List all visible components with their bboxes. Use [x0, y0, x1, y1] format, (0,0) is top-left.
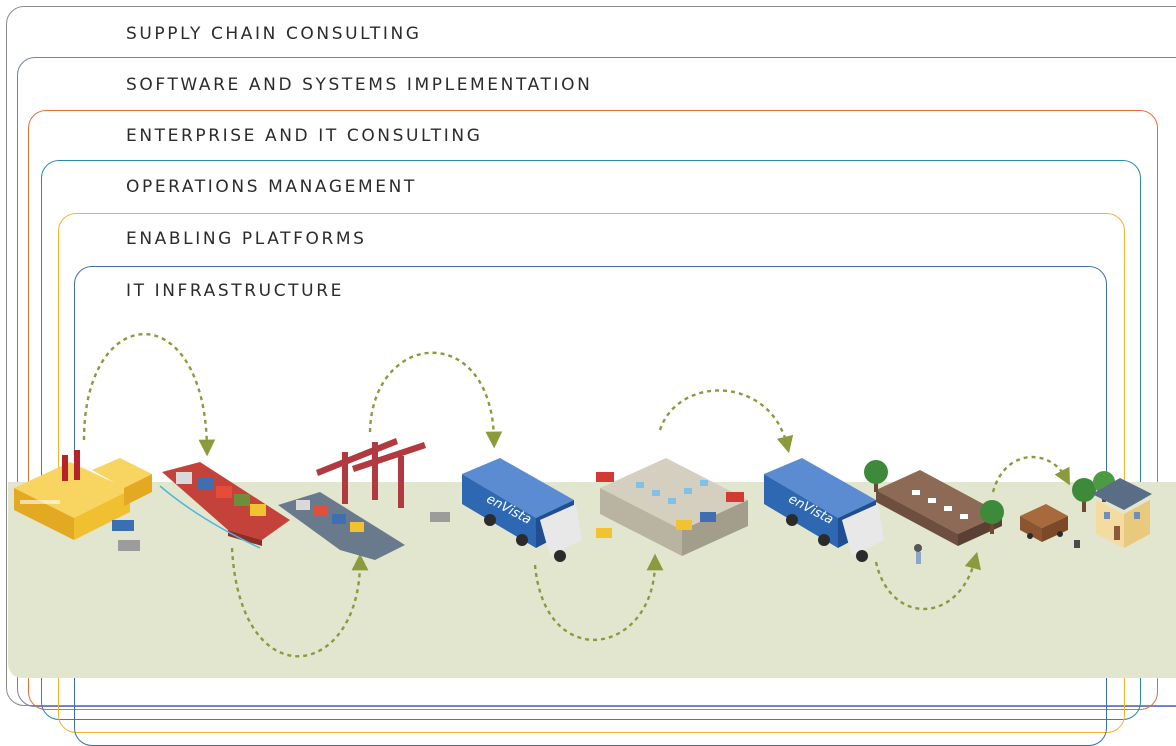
truck-icon: enVista	[462, 458, 582, 562]
layer-label: SOFTWARE AND SYSTEMS IMPLEMENTATION	[126, 75, 593, 95]
flow-arrow-factory-to-ship	[82, 333, 216, 457]
flow-arrow-truck-to-store	[874, 551, 981, 611]
layer-label: SUPPLY CHAIN CONSULTING	[126, 24, 422, 44]
flow-arrow-warehouse-to-truck	[658, 389, 794, 454]
flow-arrow-port-to-truck	[368, 351, 503, 449]
container-ship-icon	[159, 462, 290, 549]
tree-icon	[864, 460, 888, 492]
flow-arrows	[82, 333, 1070, 658]
ground-panel	[8, 482, 1176, 678]
truck-icon: enVista	[764, 458, 884, 562]
supply-chain-diagram: SUPPLY CHAIN CONSULTING SOFTWARE AND SYS…	[6, 6, 1176, 746]
house-icon	[1074, 478, 1152, 548]
port-crane-icon	[278, 438, 450, 560]
tree-icon	[1072, 478, 1096, 512]
factory-icon	[14, 450, 152, 551]
warehouse-icon	[596, 458, 748, 556]
delivery-van-icon	[1020, 504, 1068, 542]
supply-chain-illustration: enVista	[8, 333, 1176, 678]
layer-label: OPERATIONS MANAGEMENT	[126, 177, 417, 197]
layer-label: IT INFRASTRUCTURE	[126, 281, 344, 301]
layer-label: ENTERPRISE AND IT CONSULTING	[126, 126, 483, 146]
tree-icon	[980, 500, 1004, 534]
flow-arrow-ship-to-port	[230, 547, 369, 658]
layer-label: ENABLING PLATFORMS	[126, 229, 367, 249]
